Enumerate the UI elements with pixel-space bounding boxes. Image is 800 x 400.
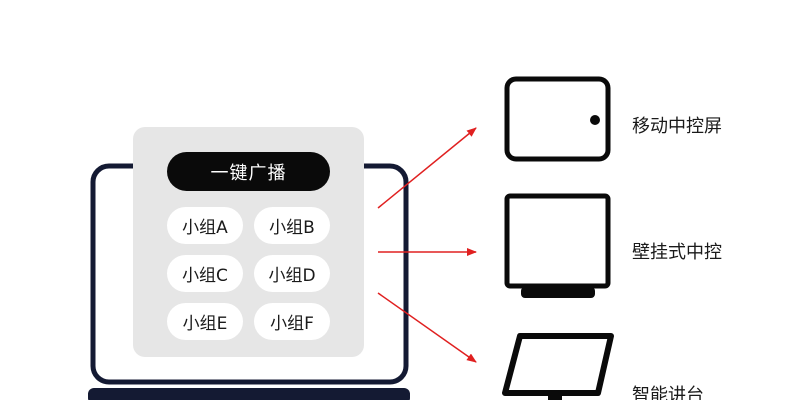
group-c-button[interactable]: 小组C bbox=[167, 255, 243, 292]
tablet-label: 移动中控屏 bbox=[632, 116, 722, 137]
smart-podium-label: 智能讲台 bbox=[632, 385, 704, 400]
wall-panel-label: 壁挂式中控 bbox=[632, 242, 722, 263]
arrow-to-podium bbox=[377, 292, 477, 363]
group-a-button[interactable]: 小组A bbox=[167, 207, 243, 244]
broadcast-all-button[interactable]: 一键广播 bbox=[167, 152, 330, 191]
arrow-to-tablet bbox=[377, 127, 477, 209]
group-d-button[interactable]: 小组D bbox=[254, 255, 330, 292]
group-e-button[interactable]: 小组E bbox=[167, 303, 243, 340]
group-f-button[interactable]: 小组F bbox=[254, 303, 330, 340]
wall-panel-icon bbox=[504, 193, 611, 298]
group-b-button[interactable]: 小组B bbox=[254, 207, 330, 244]
smart-podium-icon bbox=[502, 333, 614, 400]
laptop-base bbox=[88, 388, 410, 400]
tablet-icon bbox=[504, 76, 611, 162]
